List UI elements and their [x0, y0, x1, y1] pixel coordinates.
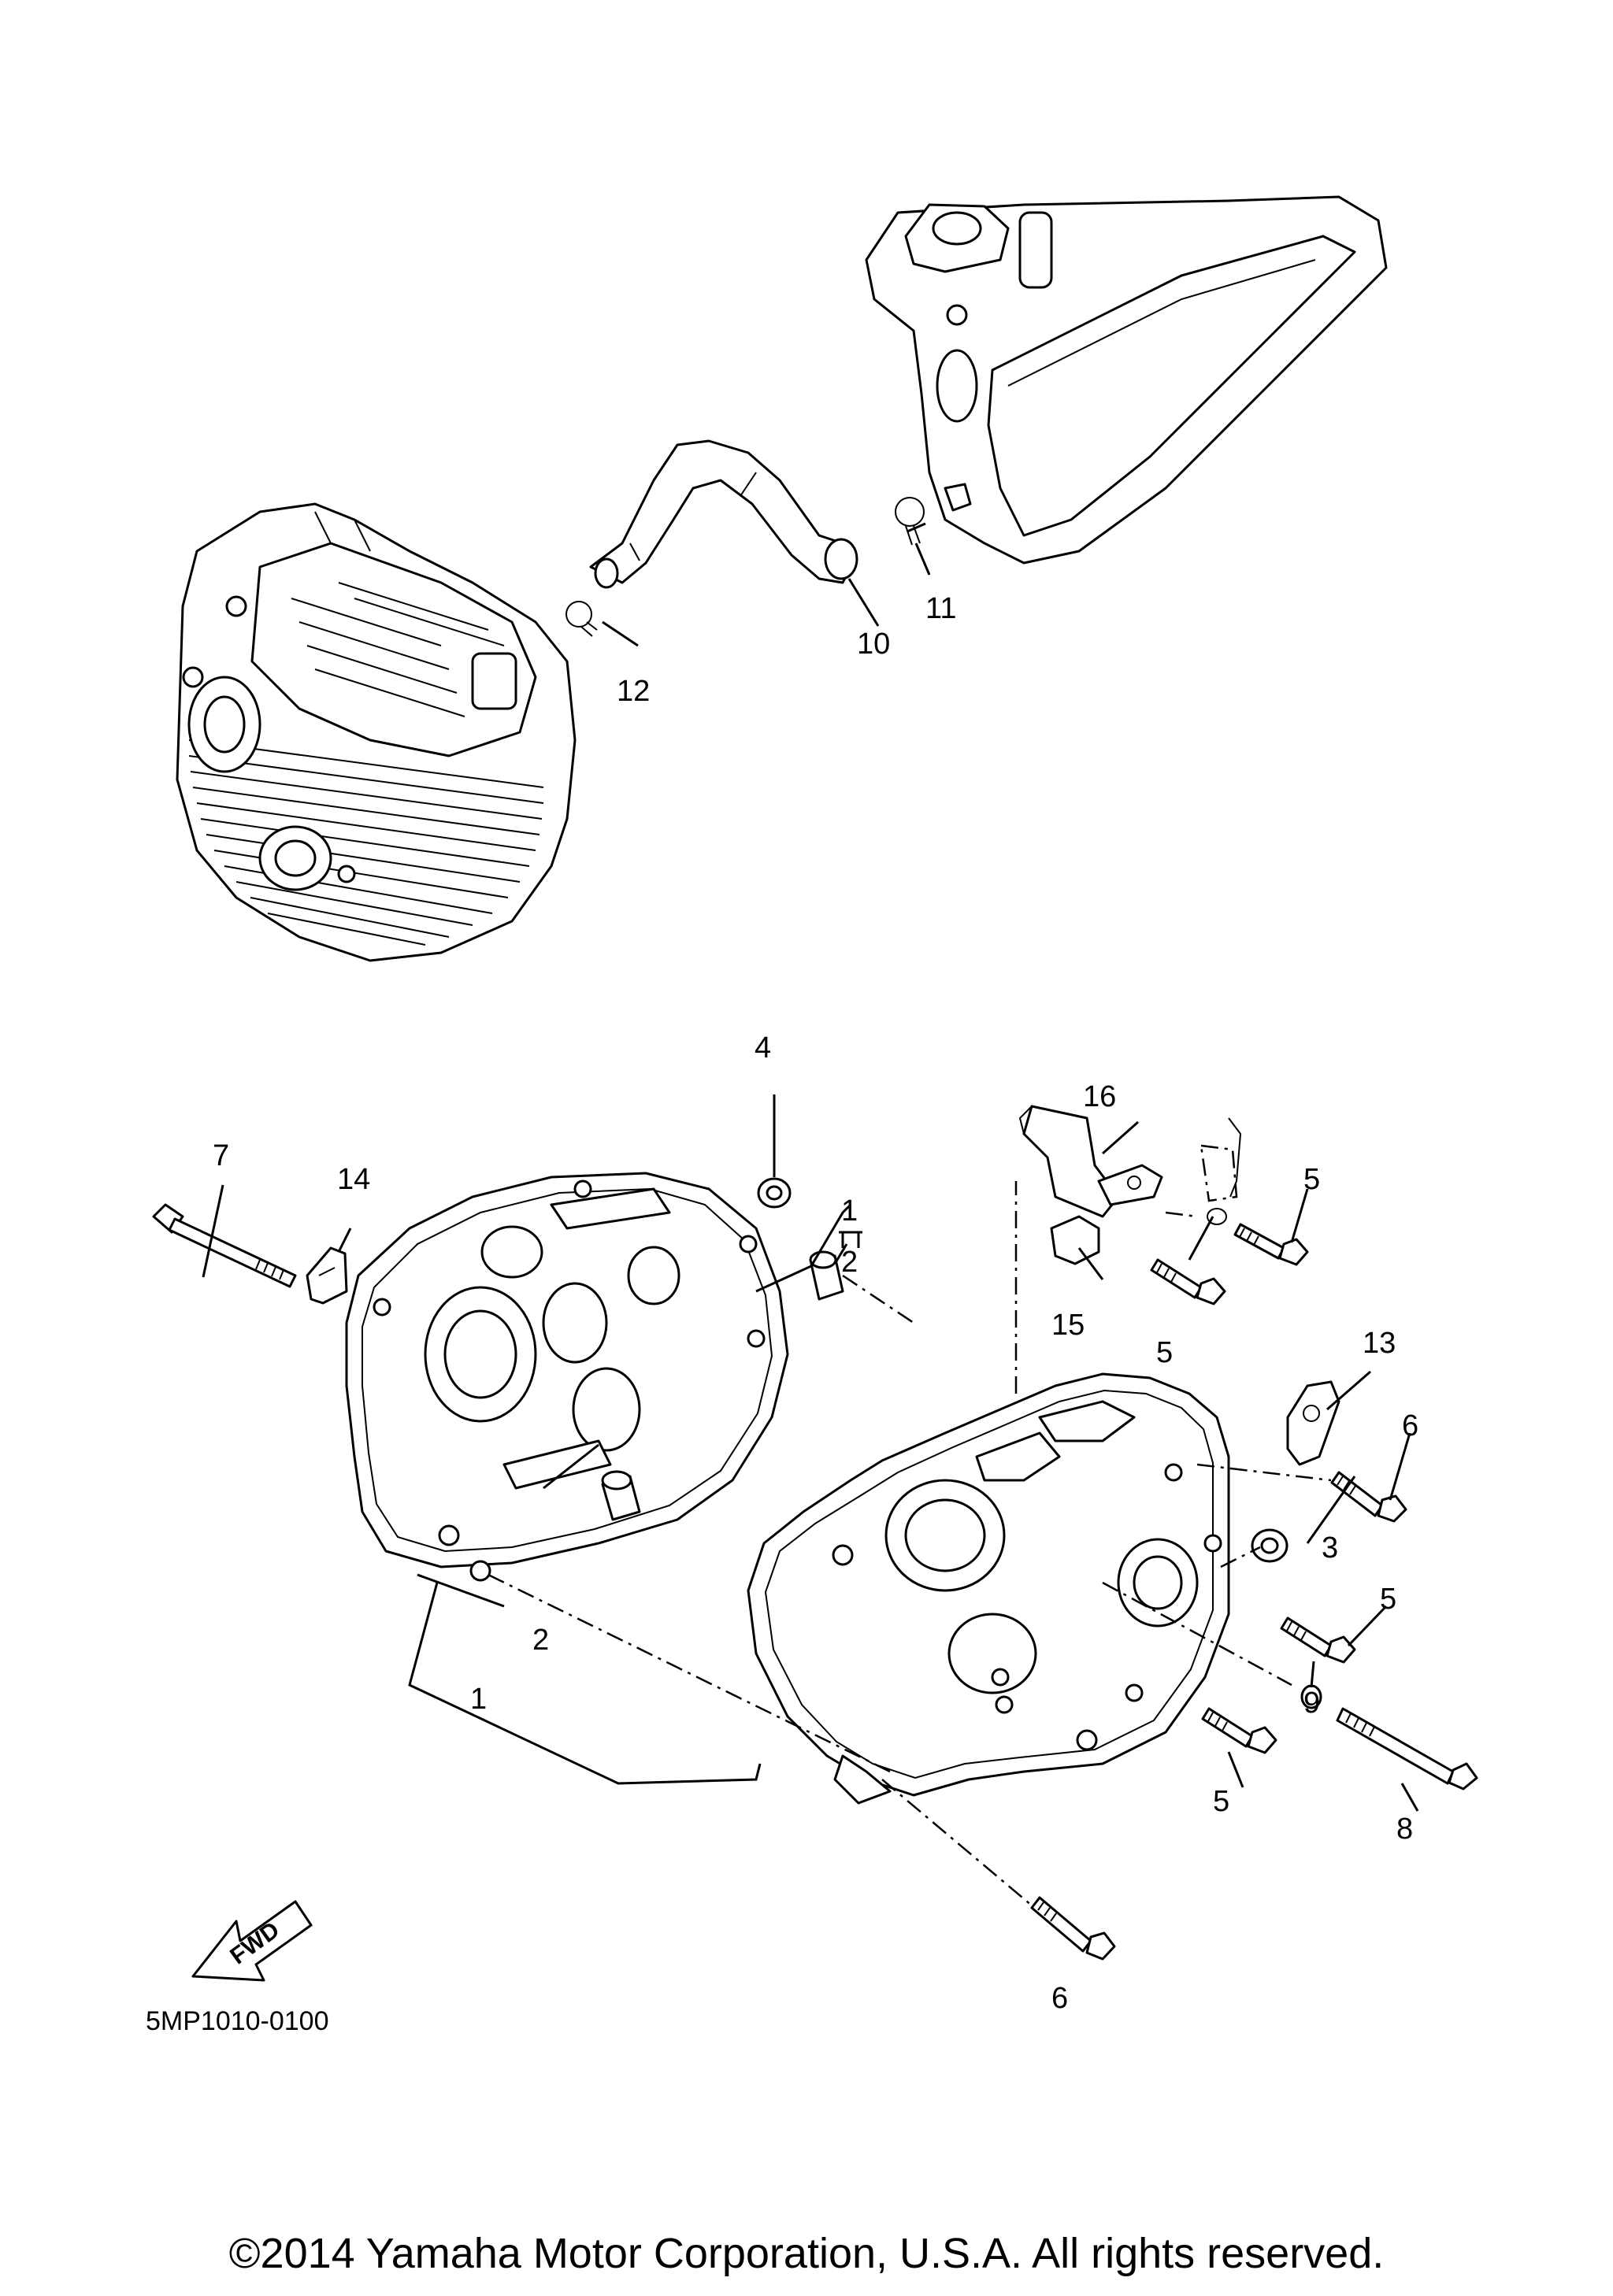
part-code: 5MP1010-0100	[146, 2006, 329, 2036]
oil-seal-4	[757, 1177, 792, 1209]
callout-11: 11	[925, 592, 956, 625]
clip-14	[306, 1246, 348, 1305]
dowel-pin-2-upper	[809, 1250, 844, 1301]
callout-13: 13	[1363, 1327, 1396, 1360]
alignment-lines	[488, 1181, 1332, 1906]
cylinder-head-illustration	[176, 502, 577, 962]
callout-5-middle: 5	[1156, 1336, 1173, 1369]
callout-15: 15	[1051, 1309, 1085, 1342]
copyright: ©2014 Yamaha Motor Corporation, U.S.A. A…	[229, 2230, 1385, 2277]
callout-5-bottom: 5	[1213, 1785, 1229, 1818]
callout-2-lower: 2	[532, 1624, 549, 1657]
plate-13	[1286, 1380, 1340, 1466]
bolt-5-bottom	[1201, 1707, 1277, 1754]
bolt-8	[1336, 1707, 1478, 1791]
breather-hose-illustration	[589, 439, 858, 589]
bolt-5-right	[1280, 1616, 1356, 1664]
callout-9: 9	[1303, 1687, 1320, 1720]
callout-3: 3	[1322, 1531, 1338, 1565]
bolt-6-upper	[1330, 1471, 1407, 1523]
callout-4: 4	[755, 1031, 771, 1065]
callout-2-top: 2	[841, 1246, 858, 1279]
bolt-6-lower	[1030, 1896, 1116, 1961]
callout-6-bottom: 6	[1051, 1982, 1068, 2015]
right-crankcase-illustration	[747, 1372, 1230, 1805]
bracket-16	[1018, 1105, 1163, 1218]
callout-8: 8	[1396, 1813, 1413, 1846]
callout-10: 10	[857, 628, 890, 661]
callout-group-1-2	[839, 1231, 862, 1248]
callout-6-right: 6	[1402, 1409, 1418, 1442]
hose-clamp-11	[895, 497, 925, 546]
wire-lead-detail	[1165, 1117, 1242, 1225]
callout-1-top: 1	[841, 1194, 858, 1228]
callout-7: 7	[213, 1139, 229, 1172]
callout-14: 14	[337, 1163, 370, 1196]
bolt-5-middle	[1150, 1258, 1226, 1305]
left-crankcase-illustration	[345, 1172, 789, 1582]
callout-5-right: 5	[1380, 1583, 1396, 1616]
callout-12: 12	[617, 675, 650, 708]
hose-clamp-12	[565, 601, 598, 637]
callout-16: 16	[1083, 1080, 1116, 1113]
oil-seal-3	[1251, 1528, 1289, 1563]
bolt-5-top	[1233, 1223, 1309, 1266]
callout-1-lower: 1	[470, 1683, 487, 1716]
clip-15	[1050, 1215, 1100, 1265]
callout-5-top: 5	[1303, 1163, 1320, 1196]
fwd-arrow-icon: FWD	[191, 1900, 313, 1982]
bolt-7	[152, 1203, 297, 1288]
air-filter-box-illustration	[865, 195, 1388, 565]
leader-lines	[202, 522, 1419, 1812]
dowel-pin-2-lower	[601, 1470, 641, 1521]
